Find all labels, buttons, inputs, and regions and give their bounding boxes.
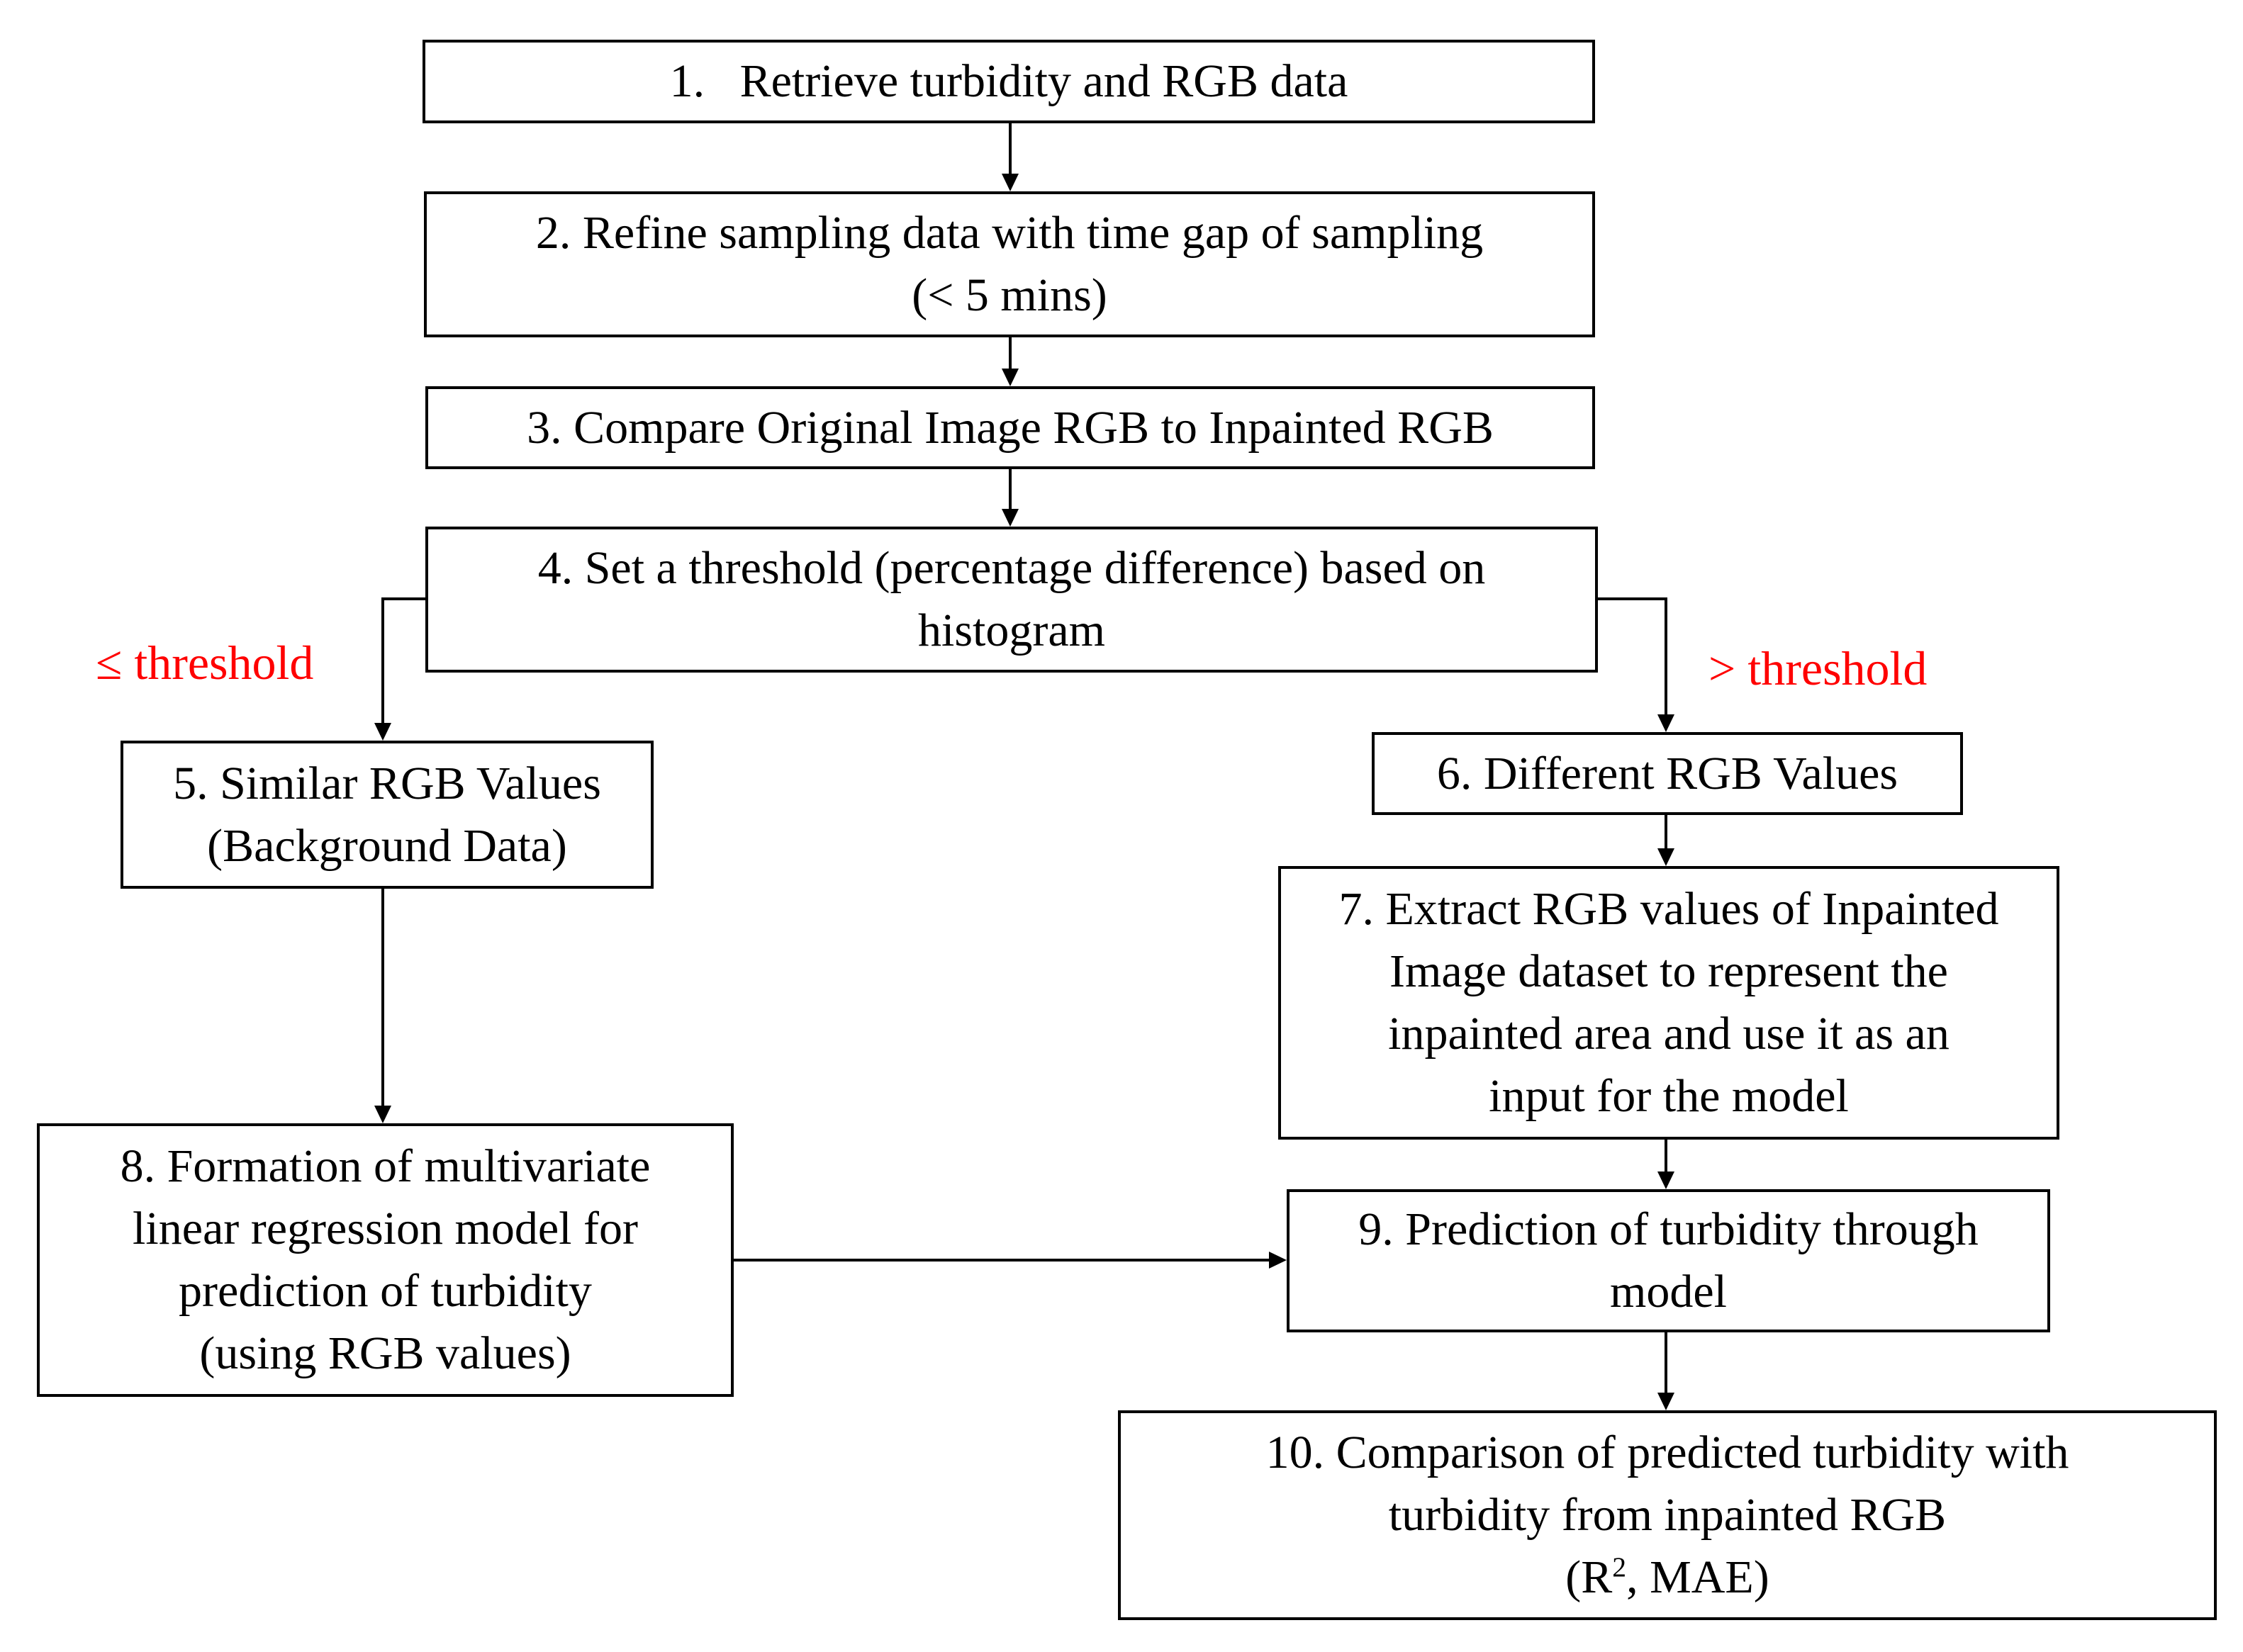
step-10-metrics: (R2, MAE) [1565, 1546, 1769, 1609]
arrowhead-3-to-4 [1002, 509, 1019, 527]
step-10-metrics-suffix: , MAE) [1626, 1551, 1769, 1603]
step-6-box: 6. Different RGB Values [1372, 732, 1963, 815]
step-6-text: 6. Different RGB Values [1436, 747, 1898, 799]
step-8-line-4: (using RGB values) [199, 1327, 571, 1379]
step-7-line-1: 7. Extract RGB values of Inpainted [1338, 883, 1999, 935]
step-7-line-2: Image dataset to represent the [1389, 945, 1948, 997]
arrowhead-7-to-9 [1657, 1171, 1674, 1189]
step-7-line-3: inpainted area and use it as an [1388, 1008, 1950, 1060]
step-8-box: 8. Formation of multivariate linear regr… [37, 1123, 734, 1397]
branch-label-greater: > threshold [1708, 641, 1928, 695]
step-1-text: 1. Retrieve turbidity and RGB data [669, 55, 1348, 107]
branch-label-less-equal: ≤ threshold [96, 636, 314, 690]
step-8-line-1: 8. Formation of multivariate [120, 1140, 651, 1192]
step-10-line-1: 10. Comparison of predicted turbidity wi… [1265, 1427, 2069, 1478]
arrowhead-9-to-10 [1657, 1393, 1674, 1410]
arrowhead-8-to-9 [1269, 1252, 1287, 1269]
step-3-box: 3. Compare Original Image RGB to Inpaint… [425, 386, 1595, 469]
step-1-box: 1. Retrieve turbidity and RGB data [423, 40, 1595, 123]
arrowhead-2-to-3 [1002, 369, 1019, 386]
step-4-box: 4. Set a threshold (percentage differenc… [425, 527, 1598, 673]
step-2-line-1: 2. Refine sampling data with time gap of… [535, 207, 1484, 259]
arrowhead-5-to-8 [374, 1106, 391, 1123]
step-7-line-4: input for the model [1489, 1070, 1849, 1122]
step-5-line-1: 5. Similar RGB Values [173, 757, 601, 809]
step-9-line-1: 9. Prediction of turbidity through [1358, 1203, 1979, 1255]
step-10-line-2: turbidity from inpainted RGB [1388, 1489, 1947, 1541]
step-2-box: 2. Refine sampling data with time gap of… [424, 191, 1595, 337]
step-2-line-2: (< 5 mins) [912, 269, 1107, 321]
step-9-line-2: model [1610, 1266, 1727, 1317]
step-3-text: 3. Compare Original Image RGB to Inpaint… [527, 401, 1494, 454]
step-10-metrics-prefix: (R [1565, 1551, 1613, 1603]
step-10-box: 10. Comparison of predicted turbidity wi… [1118, 1410, 2217, 1620]
step-7-box: 7. Extract RGB values of Inpainted Image… [1278, 866, 2059, 1140]
step-4-line-1: 4. Set a threshold (percentage differenc… [537, 542, 1486, 594]
step-8-line-3: prediction of turbidity [179, 1265, 592, 1317]
step-5-line-2: (Background Data) [207, 819, 567, 872]
step-9-box: 9. Prediction of turbidity through model [1287, 1189, 2050, 1332]
step-4-line-2: histogram [918, 605, 1105, 656]
arrowhead-4-to-6 [1657, 714, 1674, 732]
arrowhead-6-to-7 [1657, 848, 1674, 866]
arrowhead-1-to-2 [1002, 174, 1019, 191]
step-5-box: 5. Similar RGB Values (Background Data) [121, 741, 654, 889]
arrowhead-4-to-5 [374, 723, 391, 741]
arrow-4-to-6 [1595, 597, 1667, 718]
arrow-4-to-5 [381, 597, 425, 726]
step-8-line-2: linear regression model for [133, 1203, 638, 1254]
step-10-metrics-superscript: 2 [1612, 1551, 1627, 1583]
